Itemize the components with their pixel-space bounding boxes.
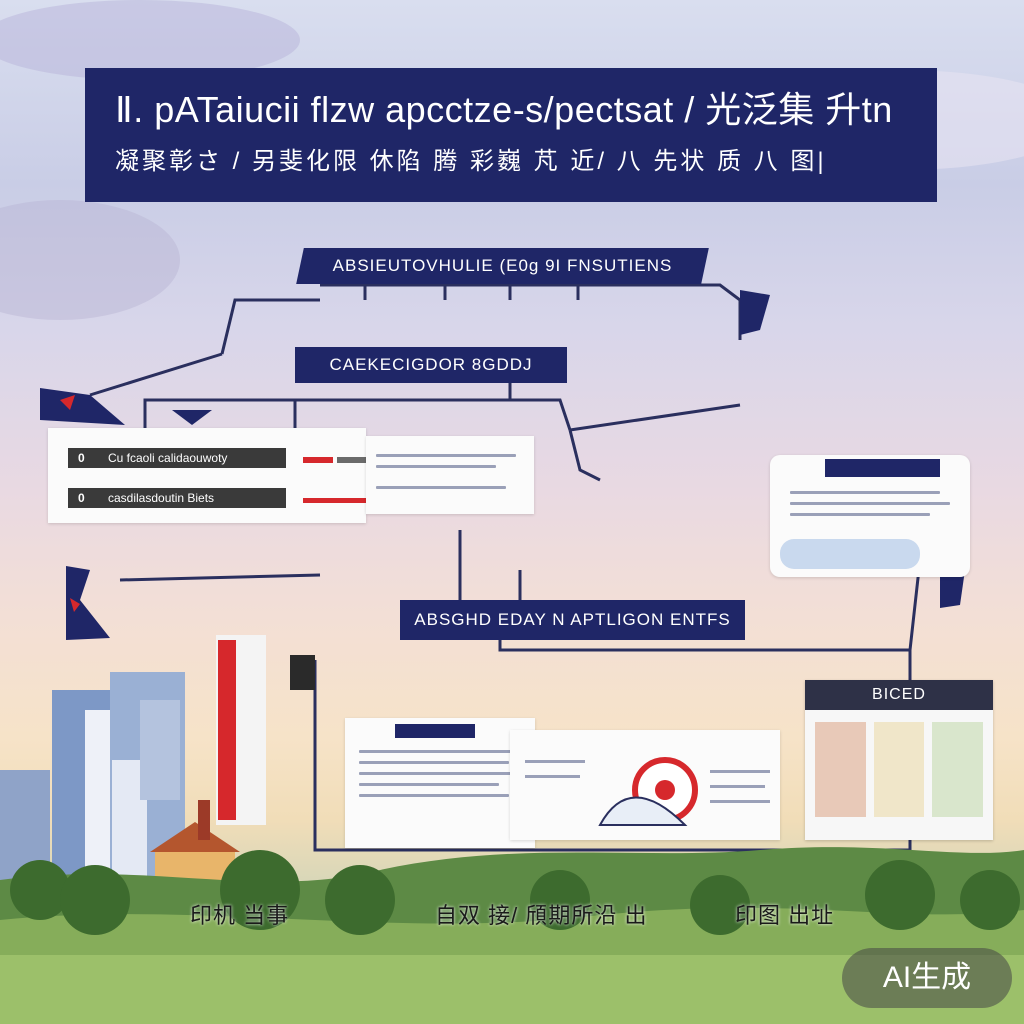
- row-number: 0: [78, 491, 85, 505]
- tree-cluster: [10, 850, 1020, 935]
- flag-mark: [66, 566, 110, 640]
- row-text: casdilasdoutin Biets: [108, 491, 215, 505]
- card-row: 0 Cu fcaoli calidaouwoty: [68, 448, 286, 468]
- cloud-shape: [0, 200, 180, 320]
- right-gallery-panel: BICED: [805, 680, 993, 840]
- lower-flow-label: ABSGHD EDAY N APTLIGON ENTFS: [400, 600, 745, 640]
- card-accent-strokes: [303, 450, 403, 503]
- center-document-card: [345, 718, 535, 848]
- mid-info-card: [366, 436, 534, 514]
- title-line-1: Ⅱ. pATaiucii flzw apcctze-s/pectsat / 光泛…: [115, 89, 893, 130]
- bottom-label-center: 自双 接/ 頎期所沿 出: [435, 903, 648, 928]
- right-document-card: [770, 455, 970, 577]
- gallery-image: [932, 722, 984, 817]
- top-flow-label: ABSIEUTOVHULIE (E0g 9I FNSUTIENS: [296, 248, 709, 284]
- panel-header: BICED: [805, 680, 993, 710]
- cloud-shape: [0, 0, 300, 80]
- top-flow-label-text: ABSIEUTOVHULIE (E0g 9I FNSUTIENS: [332, 256, 673, 275]
- center-image-card: [510, 730, 780, 840]
- title-banner: Ⅱ. pATaiucii flzw apcctze-s/pectsat / 光泛…: [85, 68, 937, 202]
- flag-mark: [740, 290, 770, 335]
- flag-mark: [940, 570, 965, 608]
- left-info-card: 0 Cu fcaoli calidaouwoty 0 casdilasdoutin …: [48, 428, 393, 523]
- row-text: Cu fcaoli calidaouwoty: [108, 451, 228, 465]
- helmet-illustration: [525, 757, 770, 826]
- title-line-2: 凝聚彰さ / 另斐化限 休陷 腾 彩巍 芃 近/ 八 先状 质 八 图|: [115, 148, 827, 175]
- flag-mark: [290, 655, 315, 690]
- bottom-label-left: 印机 当事: [190, 903, 290, 928]
- mid-flow-label: CAEKECIGDOR 8GDDJ: [295, 347, 567, 383]
- gallery-image: [815, 722, 866, 817]
- gallery-image: [873, 722, 925, 817]
- bottom-label-right: 印图 出址: [735, 903, 835, 928]
- row-number: 0: [78, 451, 85, 465]
- ai-generated-badge: AI生成: [842, 948, 1012, 1008]
- flag-mark: [40, 388, 125, 425]
- flag-mark: [172, 410, 212, 425]
- card-row: 0 casdilasdoutin Biets: [68, 488, 286, 508]
